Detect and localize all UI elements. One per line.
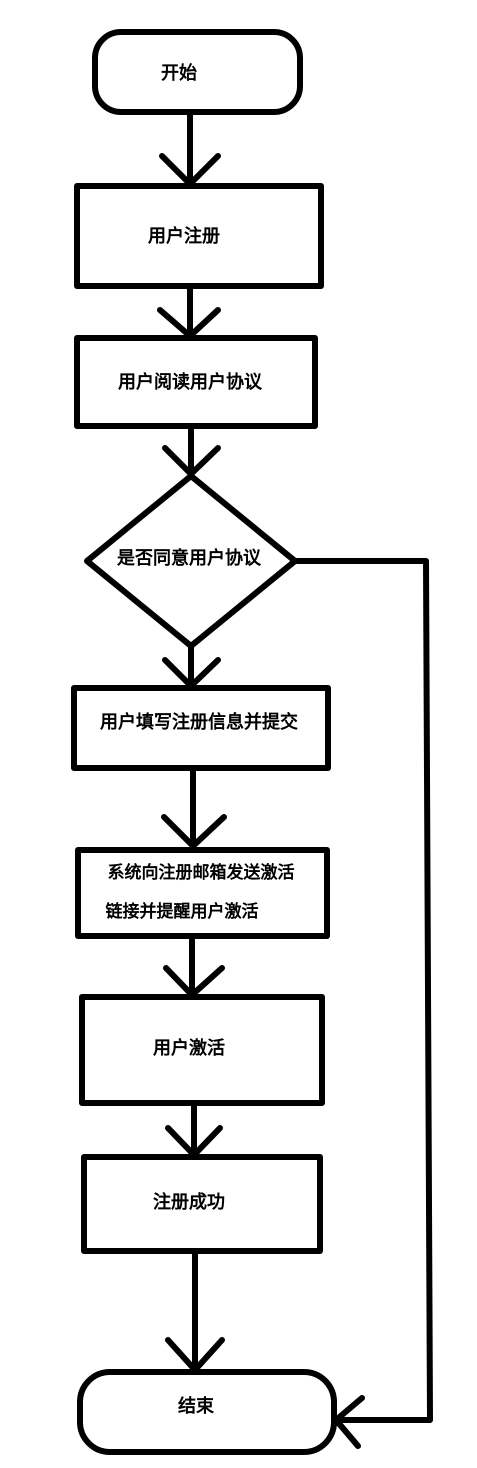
send-label-line-2: 链接并提醒用户激活 (106, 901, 259, 922)
node-fill (71, 685, 331, 771)
node-activate (79, 994, 325, 1106)
node-register (74, 183, 324, 289)
node-send (75, 847, 330, 939)
node-end (77, 1369, 337, 1455)
edge-start-register (159, 109, 221, 187)
node-success (81, 1154, 323, 1254)
edge-send-activate (163, 933, 225, 998)
edge-fill-send (161, 765, 227, 849)
fill-label: 用户填写注册信息并提交 (100, 711, 298, 733)
edge-agree-end (292, 558, 433, 1449)
send-label-line-1: 系统向注册邮箱发送激活 (108, 862, 295, 883)
edge-register-read (157, 283, 221, 339)
read-label: 用户阅读用户协议 (118, 371, 263, 393)
edge-activate-success (165, 1100, 223, 1158)
success-label: 注册成功 (153, 1191, 225, 1213)
register-label: 用户注册 (148, 225, 220, 247)
node-read (74, 335, 318, 429)
activate-label: 用户激活 (153, 1037, 225, 1059)
agree-label: 是否同意用户协议 (116, 547, 262, 569)
end-label: 结束 (178, 1395, 215, 1417)
start-label: 开始 (161, 62, 197, 84)
edge-agree-fill (162, 643, 221, 689)
edge-success-end (165, 1248, 225, 1373)
edge-read-agree (162, 423, 221, 477)
node-start (92, 29, 303, 115)
